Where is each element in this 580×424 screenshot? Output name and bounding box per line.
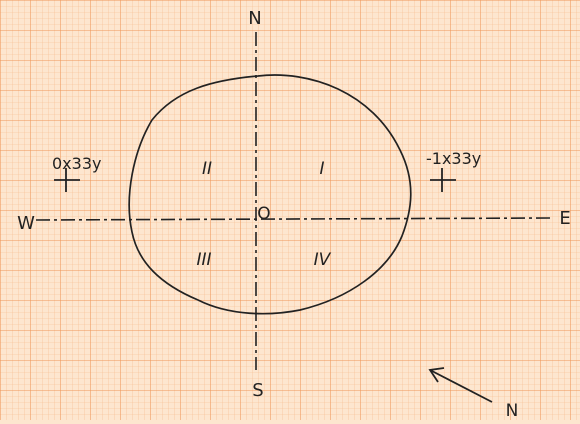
compass-north-label: N bbox=[248, 8, 261, 29]
north-arrow-shaft bbox=[429, 369, 493, 403]
compass-west-label: W bbox=[17, 213, 35, 234]
north-arrow-head bbox=[428, 367, 445, 383]
quadrant-label-iii: III bbox=[196, 250, 211, 270]
compass-east-label: E bbox=[559, 208, 570, 229]
quadrant-label-ii: II bbox=[202, 159, 212, 179]
origin-label: O bbox=[257, 204, 270, 224]
quadrant-label-i: I bbox=[319, 159, 324, 179]
north-arrow bbox=[428, 367, 493, 403]
north-arrow-label: N bbox=[506, 401, 519, 420]
left-reference-label: 0x33y bbox=[52, 154, 101, 173]
west-east-axis bbox=[35, 217, 551, 221]
right-reference-mark bbox=[430, 168, 456, 192]
compass-south-label: S bbox=[252, 380, 263, 401]
left-reference-mark bbox=[54, 168, 80, 192]
quadrant-label-iv: IV bbox=[314, 250, 332, 270]
right-reference-label: -1x33y bbox=[426, 149, 481, 168]
boundary-outline bbox=[128, 74, 412, 315]
